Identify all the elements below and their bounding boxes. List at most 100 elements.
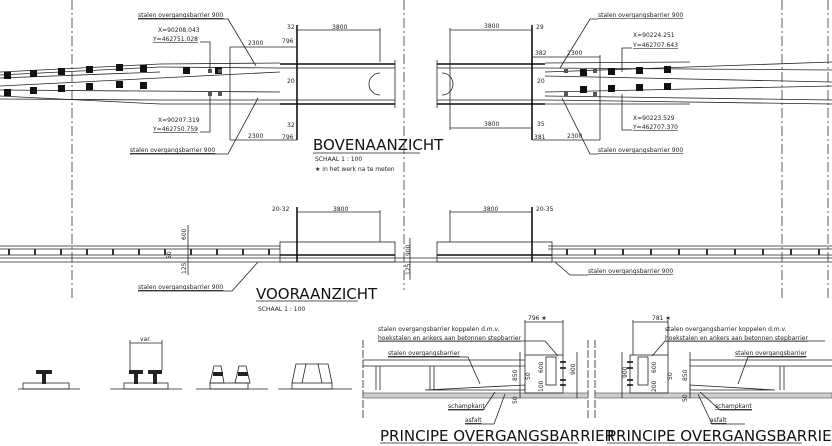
dim-label: 850 — [682, 369, 689, 381]
bolt-marker — [183, 67, 190, 74]
view-title: PRINCIPE OVERGANGSBARRIER — [380, 427, 615, 445]
coordinate-y: Y=462707.370 — [632, 124, 678, 131]
dim-label: 32 — [287, 24, 295, 31]
bolt-marker — [636, 84, 643, 91]
barrier-label: stalen overgangsbarrier 900 — [130, 147, 215, 154]
note-text: hoekstalen en ankers aan betonnen stepba… — [665, 335, 808, 342]
dim-label: 50 — [525, 372, 532, 380]
asfalt-label: asfalt — [710, 417, 727, 424]
bolt-marker — [608, 68, 615, 75]
coordinate-x: X=90224.251 — [633, 32, 675, 39]
bolt-marker — [650, 249, 652, 255]
dim-label: 125 — [181, 262, 188, 274]
view-title: BOVENAANZICHT — [313, 136, 444, 154]
bolt-marker — [86, 66, 93, 73]
note-text: ★ in het werk na te meten — [315, 166, 395, 173]
dim-label: 3800 — [484, 121, 499, 128]
coordinate-x: X=90208.043 — [158, 27, 200, 34]
dim-label: 3800 — [484, 23, 499, 30]
bolt-marker — [678, 249, 680, 255]
barrier-label: stalen overgangsbarrier — [735, 350, 807, 357]
bolt-marker — [218, 92, 222, 96]
bolt-marker — [208, 92, 212, 96]
dim-label: 32 — [287, 122, 295, 129]
coordinate-y: Y=462751.028 — [152, 36, 198, 43]
bolt-marker — [216, 249, 218, 255]
bolt-marker — [58, 85, 65, 92]
scale-label: SCHAAL 1 : 100 — [315, 156, 362, 163]
plan-leaders — [130, 18, 632, 155]
bolt-marker — [34, 249, 36, 255]
asfalt-label: asfalt — [465, 417, 482, 424]
barrier-label: stalen overgangsbarrier 900 — [598, 12, 683, 19]
bolt-marker — [86, 249, 88, 255]
bolt-marker — [116, 64, 123, 71]
cross-sections: var. — [18, 336, 352, 390]
dim-label: 900 — [570, 363, 577, 375]
dim-label: 35 — [537, 121, 545, 128]
barrier-label: stalen overgangsbarrier 900 — [138, 12, 223, 19]
bolt-marker — [4, 89, 11, 96]
bolt-marker — [566, 249, 568, 255]
view-title: PRINCIPE OVERGANGSBARRIER — [607, 427, 832, 445]
dim-label: 3800 — [333, 206, 348, 213]
bolt-marker — [608, 85, 615, 92]
dim-label: 20 — [287, 78, 295, 85]
dim-label: 50 — [667, 372, 674, 380]
barrier-label: stalen overgangsbarrier 900 — [588, 268, 673, 275]
bolt-marker — [58, 68, 65, 75]
bolt-marker — [734, 249, 736, 255]
note-text: hoekstalen en ankers aan betonnen stepba… — [378, 335, 521, 342]
bolt-marker — [818, 249, 820, 255]
bolt-marker — [268, 249, 270, 255]
barrier-label: stalen overgangsbarrier — [388, 350, 460, 357]
dim-label: 20-35 — [536, 206, 554, 213]
schampkant-label: schampkant — [448, 403, 485, 410]
bolt-marker — [242, 249, 244, 255]
bolt-marker — [636, 67, 643, 74]
dim-label: 900 — [622, 366, 629, 378]
dim-label: 600 — [651, 361, 658, 373]
view-title: VOORAANZICHT — [256, 285, 378, 303]
note-text: stalen overgangsbarrier koppelen d.m.v. — [378, 326, 500, 333]
principle-left: 796 ★ stalen overgangsbarrier koppelen d… — [362, 315, 615, 445]
bolt-marker — [593, 92, 597, 96]
coordinate-y: Y=462750.759 — [152, 126, 198, 133]
barrier-label: stalen overgangsbarrier 900 — [598, 147, 683, 154]
dim-label: 2300 — [248, 40, 263, 47]
var-label: var. — [140, 336, 151, 343]
dim-label: 2300 — [567, 50, 582, 57]
dim-label: 2300 — [567, 133, 582, 140]
note-text: stalen overgangsbarrier koppelen d.m.v. — [665, 326, 787, 333]
bolt-marker — [140, 65, 147, 72]
dim-label: 796 — [282, 134, 294, 141]
bolt-marker — [8, 249, 10, 255]
plan-dimensions — [229, 28, 601, 141]
plan-left-deck — [280, 25, 396, 140]
dim-label: 796 — [282, 38, 294, 45]
bolt-marker — [138, 249, 140, 255]
dim-label: 850 — [512, 369, 519, 381]
plan-right-barriers — [544, 61, 832, 105]
coordinate-x: X=90207.319 — [158, 117, 200, 124]
dim-label: 125 — [405, 263, 412, 275]
dim-label: 20-32 — [272, 206, 290, 213]
dim-label: 50 — [682, 394, 689, 402]
dim-label: 50 — [512, 396, 519, 404]
deck-block-right — [436, 241, 553, 263]
bolt-marker — [593, 69, 597, 73]
dim-label: 200 — [651, 380, 658, 392]
dim-label: 50 — [166, 251, 173, 259]
bolt-marker — [706, 249, 708, 255]
plan-left-barriers — [0, 62, 281, 105]
dim-label: 781 ★ — [652, 315, 671, 322]
coordinate-y: Y=462707.643 — [632, 42, 678, 49]
bolt-marker — [564, 69, 568, 73]
dim-label: 100 — [538, 380, 545, 392]
scale-label: SCHAAL 1 : 100 — [258, 306, 305, 313]
dim-label: 3800 — [483, 206, 498, 213]
bolt-markers — [4, 64, 671, 96]
plan-view: stalen overgangsbarrier 900 stalen overg… — [0, 12, 832, 173]
plan-right-deck — [436, 25, 545, 140]
